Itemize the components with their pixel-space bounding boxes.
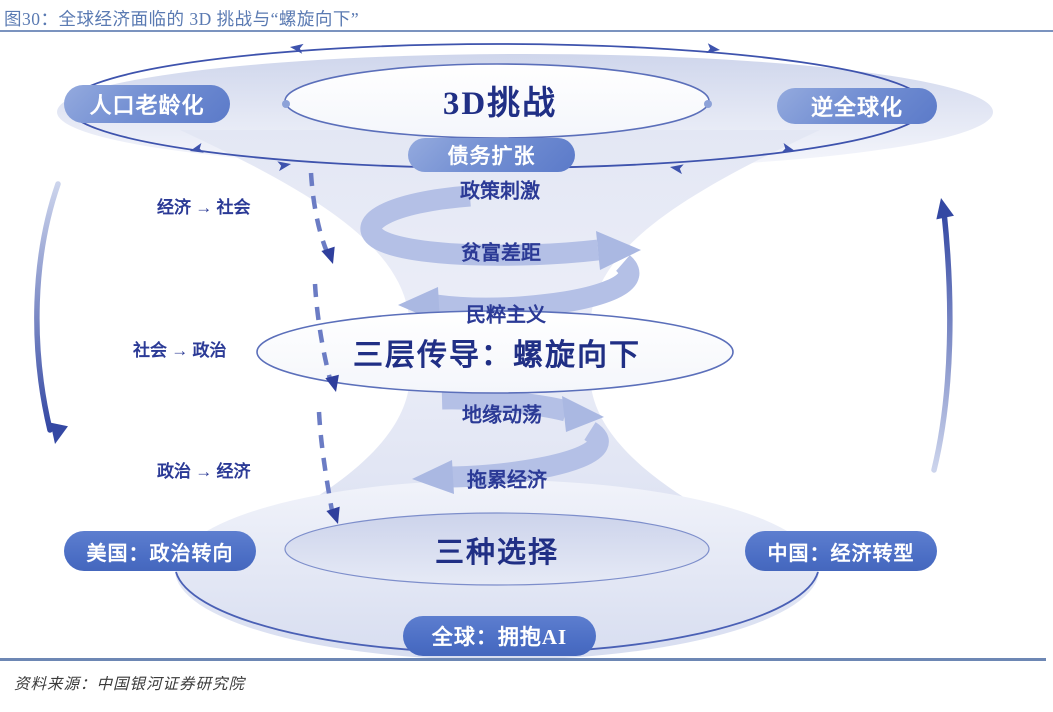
spiral-label-populism: 民粹主义 [466,304,546,327]
ring-arrowhead-lower-left-out [190,143,204,153]
spiral-label-policy-stimulus: 政策刺激 [460,180,540,203]
right-cycle-arrow [931,209,953,473]
ring-arrowhead-lower-right-in [670,164,684,175]
bottom-ellipse-label: 三种选择 [434,537,560,569]
spiral-arrow-2 [434,255,640,319]
title-underline [0,30,1053,32]
spiral-head-right-2 [562,396,604,432]
spiral-arrow-4 [446,422,609,488]
transmission-label-politics-economy: 政治 → 经济 [157,462,251,481]
figure-title: 图30：全球经济面临的 3D 挑战与“螺旋向下” [4,9,360,29]
transmission-label-economy-society: 经济 → 社会 [157,198,251,217]
dashed-arrowhead-3 [326,506,340,524]
top-ellipse-dot-left [282,100,290,108]
spiral-arrow-3 [441,388,569,422]
dashed-arrowheads [321,246,340,524]
top-ellipse-label: 3D挑战 [442,86,558,122]
left-cycle-arrow [34,181,61,433]
spiral-label-wealth-gap: 贫富差距 [461,242,541,265]
spiral-label-geopolitical-turmoil: 地缘动荡 [462,404,542,427]
pill-aging-population: 人口老龄化 [64,85,230,123]
spiral-head-right-1 [596,231,641,270]
pill-china-economic-transition: 中国：经济转型 [745,531,937,571]
pill-us-political-shift: 美国：政治转向 [64,531,256,571]
pill-debt-expansion: 债务扩张 [408,138,575,172]
bottom-rule [0,658,1046,661]
bottom-ellipse [284,512,710,586]
spiral-arrow-1 [360,185,600,266]
dashed-arrow-segment-1 [308,172,330,253]
middle-ellipse-label: 三层传导：螺旋向下 [353,339,641,372]
dashed-arrow-segment-3 [316,411,335,512]
ring-arrowhead-top-left [290,43,304,54]
dashed-arrowhead-2 [325,374,339,392]
ring-arrowhead-lower-left-in [277,161,291,172]
dashed-arrow-segment-2 [312,283,333,380]
middle-ellipse [256,310,734,394]
right-cycle-arrowhead [936,198,954,220]
ring-arrowhead-top-right [706,43,720,54]
source-note: 资料来源：中国银河证券研究院 [14,676,246,693]
dashed-cascade [308,172,335,512]
left-cycle-arrowhead [50,422,68,444]
transmission-label-society-politics: 社会 → 政治 [133,341,227,360]
spiral-arrowheads [398,231,641,494]
dashed-arrowhead-1 [321,246,335,264]
spiral-ribbon [360,185,640,488]
top-ellipse-dot-right [704,100,712,108]
ring-arrowheads [190,43,795,175]
pill-global-embrace-ai: 全球：拥抱AI [403,616,596,656]
ring-arrowhead-lower-right-out [781,143,795,153]
pill-deglobalization: 逆全球化 [777,88,937,124]
spiral-head-left-2 [412,460,454,494]
spiral-label-economic-drag: 拖累经济 [467,469,547,492]
